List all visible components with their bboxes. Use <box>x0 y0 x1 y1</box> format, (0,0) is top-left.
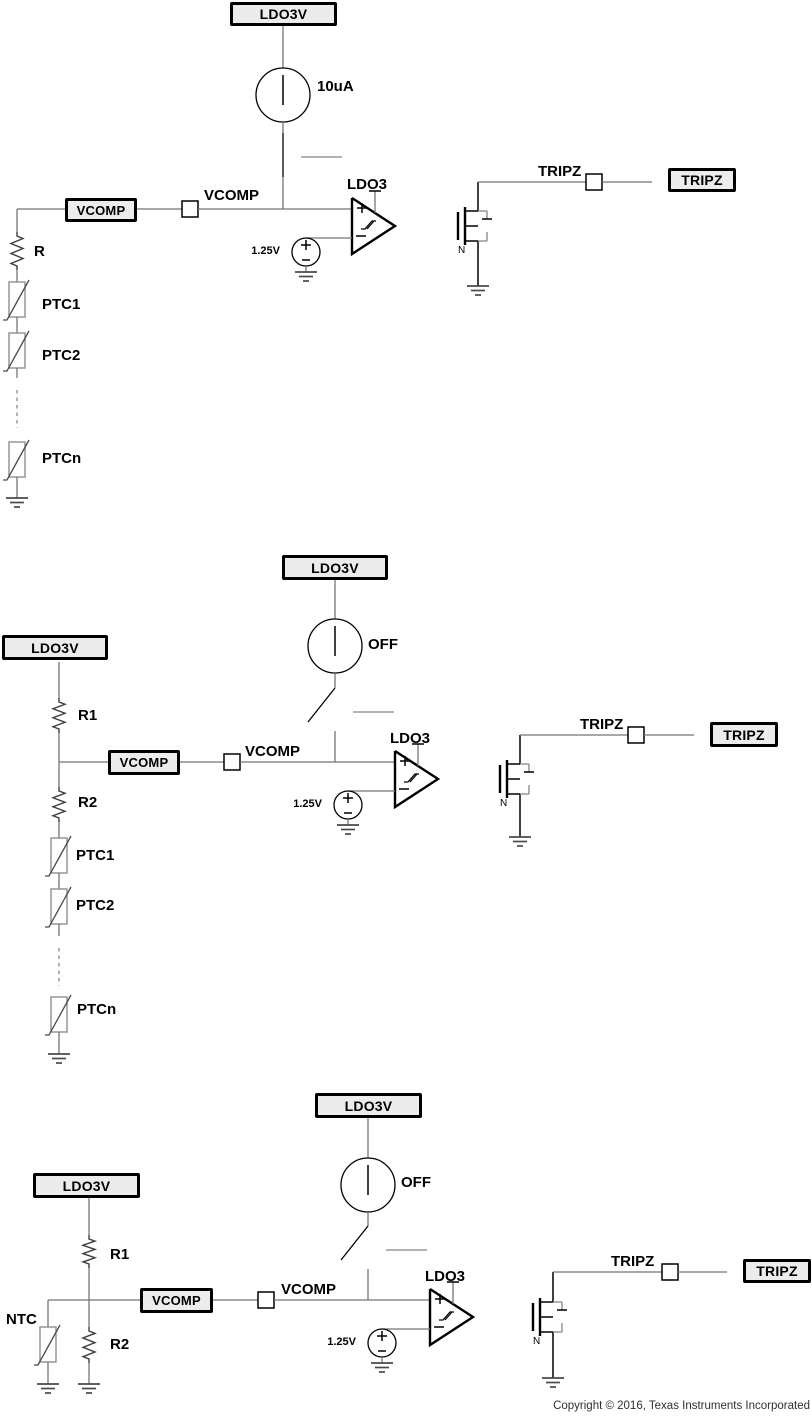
c2-terminal-ldo3v-top: LDO3V <box>282 555 388 580</box>
copyright-notice: Copyright © 2016, Texas Instruments Inco… <box>553 1400 810 1412</box>
switch-blade <box>307 687 336 723</box>
c2-net-label-vcomp: VCOMP <box>245 743 301 760</box>
pin-square <box>661 1263 679 1281</box>
resistor-symbol <box>80 1235 98 1268</box>
c2-current-source-label: OFF <box>368 636 398 653</box>
arrowhead <box>693 729 708 741</box>
c2-net-label-tripz: TRIPZ <box>580 716 624 733</box>
c3-terminal-vcomp: VCOMP <box>140 1288 213 1313</box>
pin-square <box>181 200 199 218</box>
c3-fet-label: N <box>533 1336 541 1347</box>
c3-r1-label: R1 <box>110 1246 130 1263</box>
c1-net-label-tripz: TRIPZ <box>538 163 582 180</box>
c2-terminal-ldo3v-left-label: LDO3V <box>31 639 79 656</box>
c1-current-source-label: 10uA <box>317 78 354 95</box>
c3-terminal-tripz: TRIPZ <box>743 1259 811 1283</box>
c1-terminal-tripz: TRIPZ <box>668 168 736 192</box>
c3-comparator-label: LDO3 <box>425 1268 466 1285</box>
c2-comparator-label: LDO3 <box>390 730 431 747</box>
c3-terminal-ldo3v-left: LDO3V <box>33 1173 140 1198</box>
c2-ptc2-label: PTC2 <box>76 897 115 914</box>
switch-blade <box>340 1225 369 1261</box>
c3-net-label-tripz: TRIPZ <box>611 1253 655 1270</box>
c1-resistor-label: R <box>34 243 45 260</box>
c1-comparator-label: LDO3 <box>347 176 388 193</box>
c1-terminal-tripz-label: TRIPZ <box>681 172 723 188</box>
c2-terminal-ldo3v-left: LDO3V <box>2 635 108 660</box>
resistor-symbol <box>51 698 67 733</box>
c1-terminal-vcomp-label: VCOMP <box>76 202 126 218</box>
body-diode-arrow <box>482 220 492 232</box>
thermistor-symbol-stroke <box>3 330 30 372</box>
c2-terminal-ldo3v-top-label: LDO3V <box>311 559 359 576</box>
c3-vref-label: 1.25V <box>327 1336 356 1348</box>
c1-terminal-ldo3v-label: LDO3V <box>259 6 308 22</box>
c1-fet-label: N <box>458 245 466 256</box>
c1-vref-label: 1.25V <box>251 245 280 257</box>
hysteresis-glyph <box>444 1311 453 1321</box>
c2-fet-label: N <box>500 798 508 809</box>
c3-terminal-ldo3v-top-label: LDO3V <box>344 1097 393 1114</box>
c3-r2-label: R2 <box>110 1336 130 1353</box>
c3-ntc-label: NTC <box>6 1311 37 1328</box>
body-diode-arrow <box>557 1311 567 1323</box>
c3-terminal-vcomp-label: VCOMP <box>152 1293 201 1308</box>
resistor-symbol <box>81 1327 97 1363</box>
c2-terminal-tripz-label: TRIPZ <box>723 726 765 743</box>
pin-square <box>585 173 603 191</box>
comparator-body <box>393 749 441 810</box>
c2-vref-label: 1.25V <box>293 798 322 810</box>
comparator-body <box>428 1287 476 1348</box>
c2-terminal-vcomp: VCOMP <box>108 750 180 775</box>
c3-terminal-tripz-label: TRIPZ <box>756 1263 798 1279</box>
thermistor-symbol-stroke <box>45 886 72 928</box>
arrowhead <box>726 1266 741 1278</box>
c2-terminal-tripz: TRIPZ <box>710 722 778 747</box>
c3-current-source-label: OFF <box>401 1174 431 1191</box>
pin-square <box>627 726 645 744</box>
hysteresis-glyph <box>366 220 375 230</box>
c1-terminal-ldo3v: LDO3V <box>230 2 337 26</box>
c2-r1-label: R1 <box>78 707 98 724</box>
thermistor-symbol-stroke <box>45 835 72 877</box>
thermistor-symbol-stroke <box>3 279 30 321</box>
thermistor-symbol-stroke <box>34 1324 61 1366</box>
pin-square <box>223 753 241 771</box>
c2-r2-label: R2 <box>78 794 98 811</box>
c3-terminal-ldo3v-left-label: LDO3V <box>62 1177 111 1194</box>
comparator-body <box>350 196 398 257</box>
hysteresis-glyph <box>409 773 418 783</box>
c2-ptcn-label: PTCn <box>77 1001 117 1018</box>
c3-terminal-ldo3v-top: LDO3V <box>315 1093 422 1118</box>
pin-square <box>257 1291 275 1309</box>
c3-net-label-vcomp: VCOMP <box>281 1281 337 1298</box>
resistor-symbol <box>51 787 67 822</box>
c2-terminal-vcomp-label: VCOMP <box>119 755 169 770</box>
c1-ptc1-label: PTC1 <box>42 296 81 313</box>
thermistor-symbol-stroke <box>3 439 30 481</box>
arrowhead <box>651 176 666 188</box>
c1-ptcn-label: PTCn <box>42 450 82 467</box>
c2-ptc1-label: PTC1 <box>76 847 115 864</box>
body-diode-arrow <box>524 773 534 785</box>
c1-ptc2-label: PTC2 <box>42 347 81 364</box>
resistor-symbol <box>9 232 25 270</box>
c1-net-label-vcomp: VCOMP <box>204 187 260 204</box>
c1-terminal-vcomp: VCOMP <box>65 198 137 222</box>
thermistor-symbol-stroke <box>45 994 72 1036</box>
